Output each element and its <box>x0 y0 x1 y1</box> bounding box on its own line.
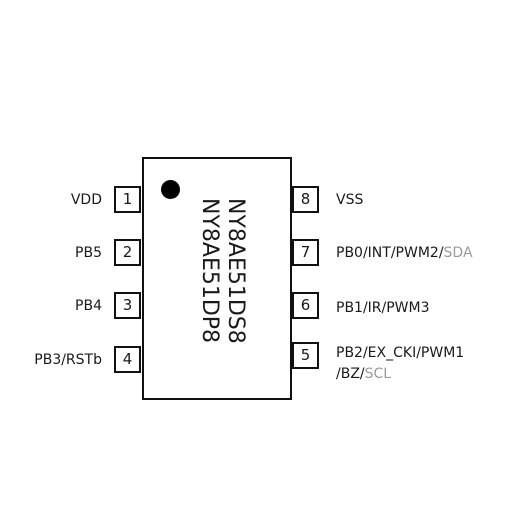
pin-7: 7 <box>292 239 319 266</box>
pin-5-label-bz: /BZ/ <box>336 366 365 382</box>
pin-1: 1 <box>114 186 141 213</box>
pin-7-label-sda: SDA <box>443 245 473 261</box>
pin-2-label: PB5 <box>75 245 102 261</box>
pin-4-label: PB3/RSTb <box>34 352 102 368</box>
pin-3: 3 <box>114 292 141 319</box>
pin-2: 2 <box>114 239 141 266</box>
pin-1-label: VDD <box>70 192 102 208</box>
pin-7-label: PB0/INT/PWM2/SDA <box>336 244 473 262</box>
pin1-indicator-dot <box>161 180 180 199</box>
pin-5: 5 <box>292 342 319 369</box>
pin-7-label-main: PB0/INT/PWM2/ <box>336 245 444 261</box>
part-number-ds8: NY8AE51DS8 <box>223 198 248 344</box>
pin-5-label-line2: /BZ/SCL <box>336 365 391 383</box>
pin-6-label: PB1/IR/PWM3 <box>336 300 430 316</box>
pin-5-label-line1: PB2/EX_CKI/PWM1 <box>336 345 465 361</box>
part-number-dp8: NY8AE51DP8 <box>197 198 222 344</box>
pin-5-label-scl: SCL <box>364 366 392 382</box>
pin-4: 4 <box>114 346 141 373</box>
pin-8-label: VSS <box>336 192 364 208</box>
pin-8: 8 <box>292 186 319 213</box>
pin-6: 6 <box>292 292 319 319</box>
pin-3-label: PB4 <box>75 298 102 314</box>
